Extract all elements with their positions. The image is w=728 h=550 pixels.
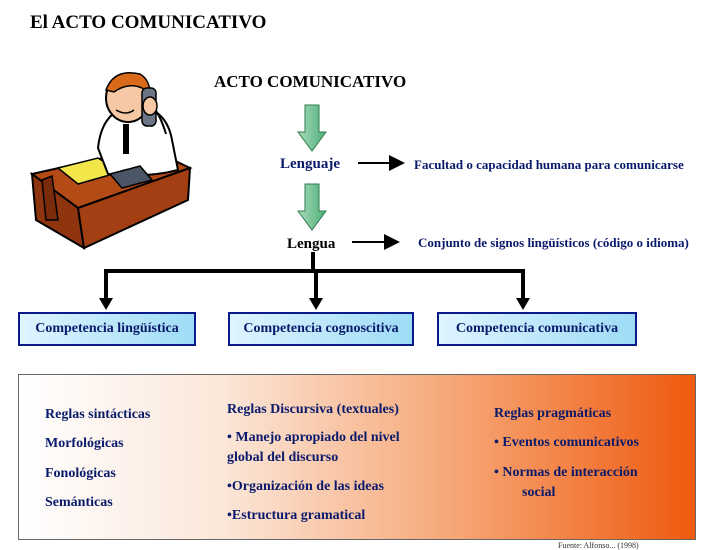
competencia-linguistica-box: Competencia lingüística	[18, 312, 196, 346]
rule-item: • Normas de interacción	[494, 465, 638, 481]
rule-item: Reglas Discursiva (textuales)	[227, 402, 399, 418]
rule-item: •Estructura gramatical	[227, 508, 365, 524]
rule-item: social	[522, 485, 555, 501]
rule-item: • Manejo apropiado del nivel	[227, 430, 400, 446]
rule-item: global del discurso	[227, 450, 338, 466]
competencia-comunicativa-box: Competencia comunicativa	[437, 312, 637, 346]
rule-item: Fonológicas	[45, 466, 116, 482]
competencia-cognoscitiva-box: Competencia cognoscitiva	[228, 312, 414, 346]
rule-item: Morfológicas	[45, 436, 124, 452]
down-arrowhead-icon	[309, 298, 323, 310]
rule-item: Reglas sintácticas	[45, 407, 150, 423]
down-arrowhead-icon	[99, 298, 113, 310]
connector-lines	[0, 0, 728, 320]
competencia-label: Competencia lingüística	[35, 321, 179, 337]
rule-item: • Eventos comunicativos	[494, 435, 639, 451]
rule-item: Semánticas	[45, 495, 113, 511]
rules-panel: Reglas sintácticas Morfológicas Fonológi…	[18, 374, 696, 540]
competencia-label: Competencia cognoscitiva	[243, 321, 398, 337]
rule-item: •Organización de las ideas	[227, 479, 384, 495]
competencia-label: Competencia comunicativa	[456, 321, 618, 337]
down-arrowhead-icon	[516, 298, 530, 310]
rule-item: Reglas pragmáticas	[494, 406, 611, 422]
